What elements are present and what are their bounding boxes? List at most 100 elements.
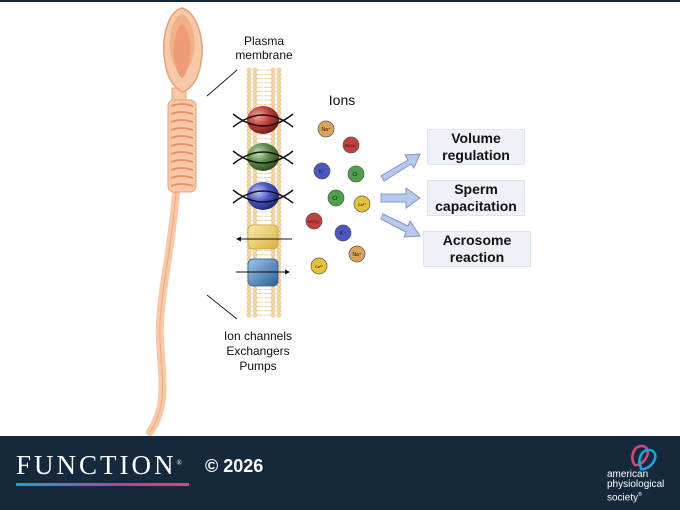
- lipid-head: [276, 295, 282, 301]
- society-name: american physiological society®: [607, 470, 664, 503]
- ion-dot-label: Cl⁻: [332, 196, 340, 202]
- ion-channel-red: [232, 106, 294, 134]
- lipid-head: [270, 286, 276, 292]
- plasma-membrane-label-line1: Plasma: [243, 34, 284, 48]
- lipid-head: [276, 132, 282, 137]
- callout-line-top: [206, 69, 238, 97]
- lipid-head: [276, 136, 282, 142]
- ion-channel-blue: [232, 182, 294, 210]
- lipid-head: [276, 183, 282, 189]
- lipid-head: [276, 166, 282, 172]
- lipid-head: [276, 71, 282, 77]
- lipid-head: [276, 248, 282, 253]
- lipid-head: [252, 175, 258, 180]
- ion-dot-circle: [347, 165, 365, 183]
- journal-title-text: FUNCTION: [16, 450, 177, 480]
- sperm-cell: [146, 7, 203, 436]
- transporters-label-line2: Exchangers: [226, 344, 290, 358]
- lipid-head: [246, 286, 252, 292]
- ion-dot-circle: [317, 120, 335, 138]
- lipid-head: [270, 140, 276, 146]
- lipid-head: [252, 295, 258, 301]
- lipid-head: [246, 248, 252, 253]
- transporters-label-line3: Pumps: [239, 359, 277, 373]
- outcome-volume-regulation: Volume regulation: [427, 129, 525, 165]
- lipid-head: [270, 209, 276, 215]
- diagram-figure: Na⁺ HCO₃⁻ K⁺ Cl⁻ Cl⁻ Ca²⁺ HCO₃⁻ K⁺ Na⁺ Ca²⁺: [146, 7, 421, 436]
- society-registered-mark: ®: [638, 492, 642, 498]
- lipid-head: [270, 299, 276, 305]
- arrow-to-acrosome-reaction: [380, 213, 421, 238]
- lipid-head: [246, 106, 252, 112]
- lipid-head: [276, 127, 282, 133]
- ion-dot-label: K⁺: [340, 231, 346, 237]
- ion-dot: Ca²⁺: [310, 257, 328, 275]
- outcome-sperm-capacitation: Sperm capacitation: [427, 180, 525, 216]
- lipid-head: [270, 291, 276, 296]
- outcome-volume-regulation-line1: Volume: [451, 130, 501, 146]
- lipid-head: [252, 102, 258, 107]
- ion-dot-circle: [327, 189, 345, 207]
- ions-label: Ions: [328, 92, 356, 108]
- ion-dot-label: Na⁺: [352, 252, 361, 258]
- ion-dot-label: Ca²⁺: [358, 202, 367, 207]
- lipid-head: [246, 291, 252, 296]
- lipid-head: [252, 89, 258, 94]
- lipid-head: [246, 80, 252, 86]
- lipid-head: [276, 299, 282, 305]
- journal-title: FUNCTION®: [16, 450, 182, 480]
- lipid-head: [270, 102, 276, 107]
- ion-dot-circle: [348, 245, 366, 263]
- lipid-head: [270, 304, 276, 309]
- ion-dot: Cl⁻: [347, 165, 365, 183]
- lipid-head: [246, 252, 252, 258]
- lipid-head: [246, 218, 252, 223]
- ion-dot: Na⁺: [317, 120, 335, 138]
- plasma-membrane-label: Plasma membrane: [232, 34, 296, 62]
- ion-dot-circle: [334, 224, 352, 242]
- lipid-head: [270, 136, 276, 142]
- lipid-head: [276, 286, 282, 292]
- lipid-head: [276, 222, 282, 228]
- outcome-acrosome-reaction-line2: reaction: [449, 249, 505, 265]
- outcome-volume-regulation-line2: regulation: [442, 147, 510, 163]
- lipid-head: [270, 252, 276, 258]
- society-name-line3: society®: [607, 490, 664, 503]
- top-rule: [0, 0, 680, 2]
- outcome-sperm-capacitation-line2: capacitation: [435, 198, 517, 214]
- lipid-head: [252, 213, 258, 219]
- ion-dot-label: K⁺: [319, 169, 325, 175]
- lipid-head: [276, 80, 282, 86]
- ion-dot: Na⁺: [348, 245, 366, 263]
- arrow-to-capacitation: [380, 187, 421, 209]
- ion-dot-circle: [313, 162, 331, 180]
- lipid-head: [252, 304, 258, 309]
- ion-dot-circle: [310, 257, 328, 275]
- ion-dot: K⁺: [334, 224, 352, 242]
- lipid-head: [252, 80, 258, 86]
- lipid-head: [276, 106, 282, 112]
- lipid-head: [270, 170, 276, 176]
- lipid-head: [246, 97, 252, 103]
- lipid-head: [252, 252, 258, 258]
- ion-dot-circle: [342, 136, 360, 154]
- ion-dot-circle: [353, 195, 371, 213]
- lipid-head: [276, 209, 282, 215]
- lipid-head: [246, 304, 252, 309]
- lipid-head: [246, 299, 252, 305]
- ion-dot-label: Na⁺: [321, 127, 330, 133]
- lipid-head: [276, 97, 282, 103]
- exchanger-yellow: [236, 224, 292, 250]
- lipid-head: [252, 97, 258, 103]
- lipid-head: [270, 312, 276, 318]
- lipid-head: [246, 132, 252, 137]
- lipid-head: [246, 140, 252, 146]
- lipid-head: [276, 162, 282, 167]
- lipid-head: [270, 67, 276, 73]
- ion-dot-label: HCO₃⁻: [345, 143, 358, 148]
- ion-dot: HCO₃⁻: [305, 212, 323, 230]
- lipid-head: [246, 166, 252, 172]
- lipid-head: [246, 175, 252, 180]
- lipid-head: [276, 93, 282, 99]
- ion-dot-label: Ca²⁺: [315, 264, 324, 269]
